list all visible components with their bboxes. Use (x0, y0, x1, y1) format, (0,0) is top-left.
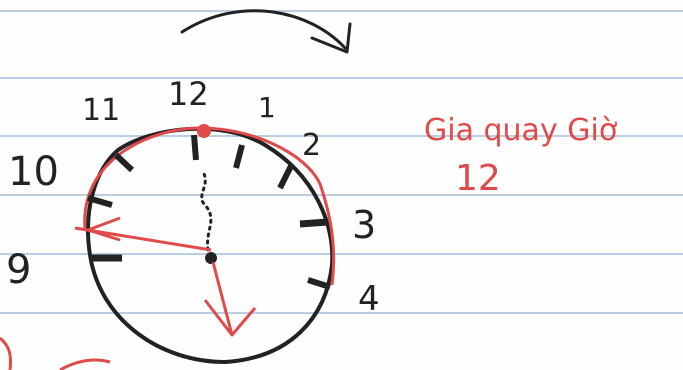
tick-1 (236, 145, 242, 168)
number-3: 3 (352, 203, 376, 247)
note-line-2: 12 (455, 158, 501, 199)
clock-center (205, 252, 217, 264)
number-11: 11 (82, 93, 120, 128)
number-10: 10 (8, 149, 59, 195)
tick-12 (194, 135, 196, 160)
tick-3 (300, 222, 328, 224)
red-scribble-2 (60, 360, 110, 370)
number-2: 2 (302, 128, 321, 163)
dotted-hand (202, 170, 211, 250)
red-hand-9-arrowhead (88, 218, 120, 240)
number-12: 12 (168, 75, 209, 113)
tick-11 (116, 155, 132, 170)
number-1: 1 (258, 91, 276, 124)
tick-4 (308, 280, 330, 287)
tick-2 (280, 164, 292, 188)
note-line-1: Gia quay Giờ (424, 113, 618, 148)
red-scribble (0, 338, 11, 370)
twelve-marker (197, 124, 211, 138)
number-4: 4 (358, 279, 380, 319)
number-9: 9 (6, 247, 31, 293)
